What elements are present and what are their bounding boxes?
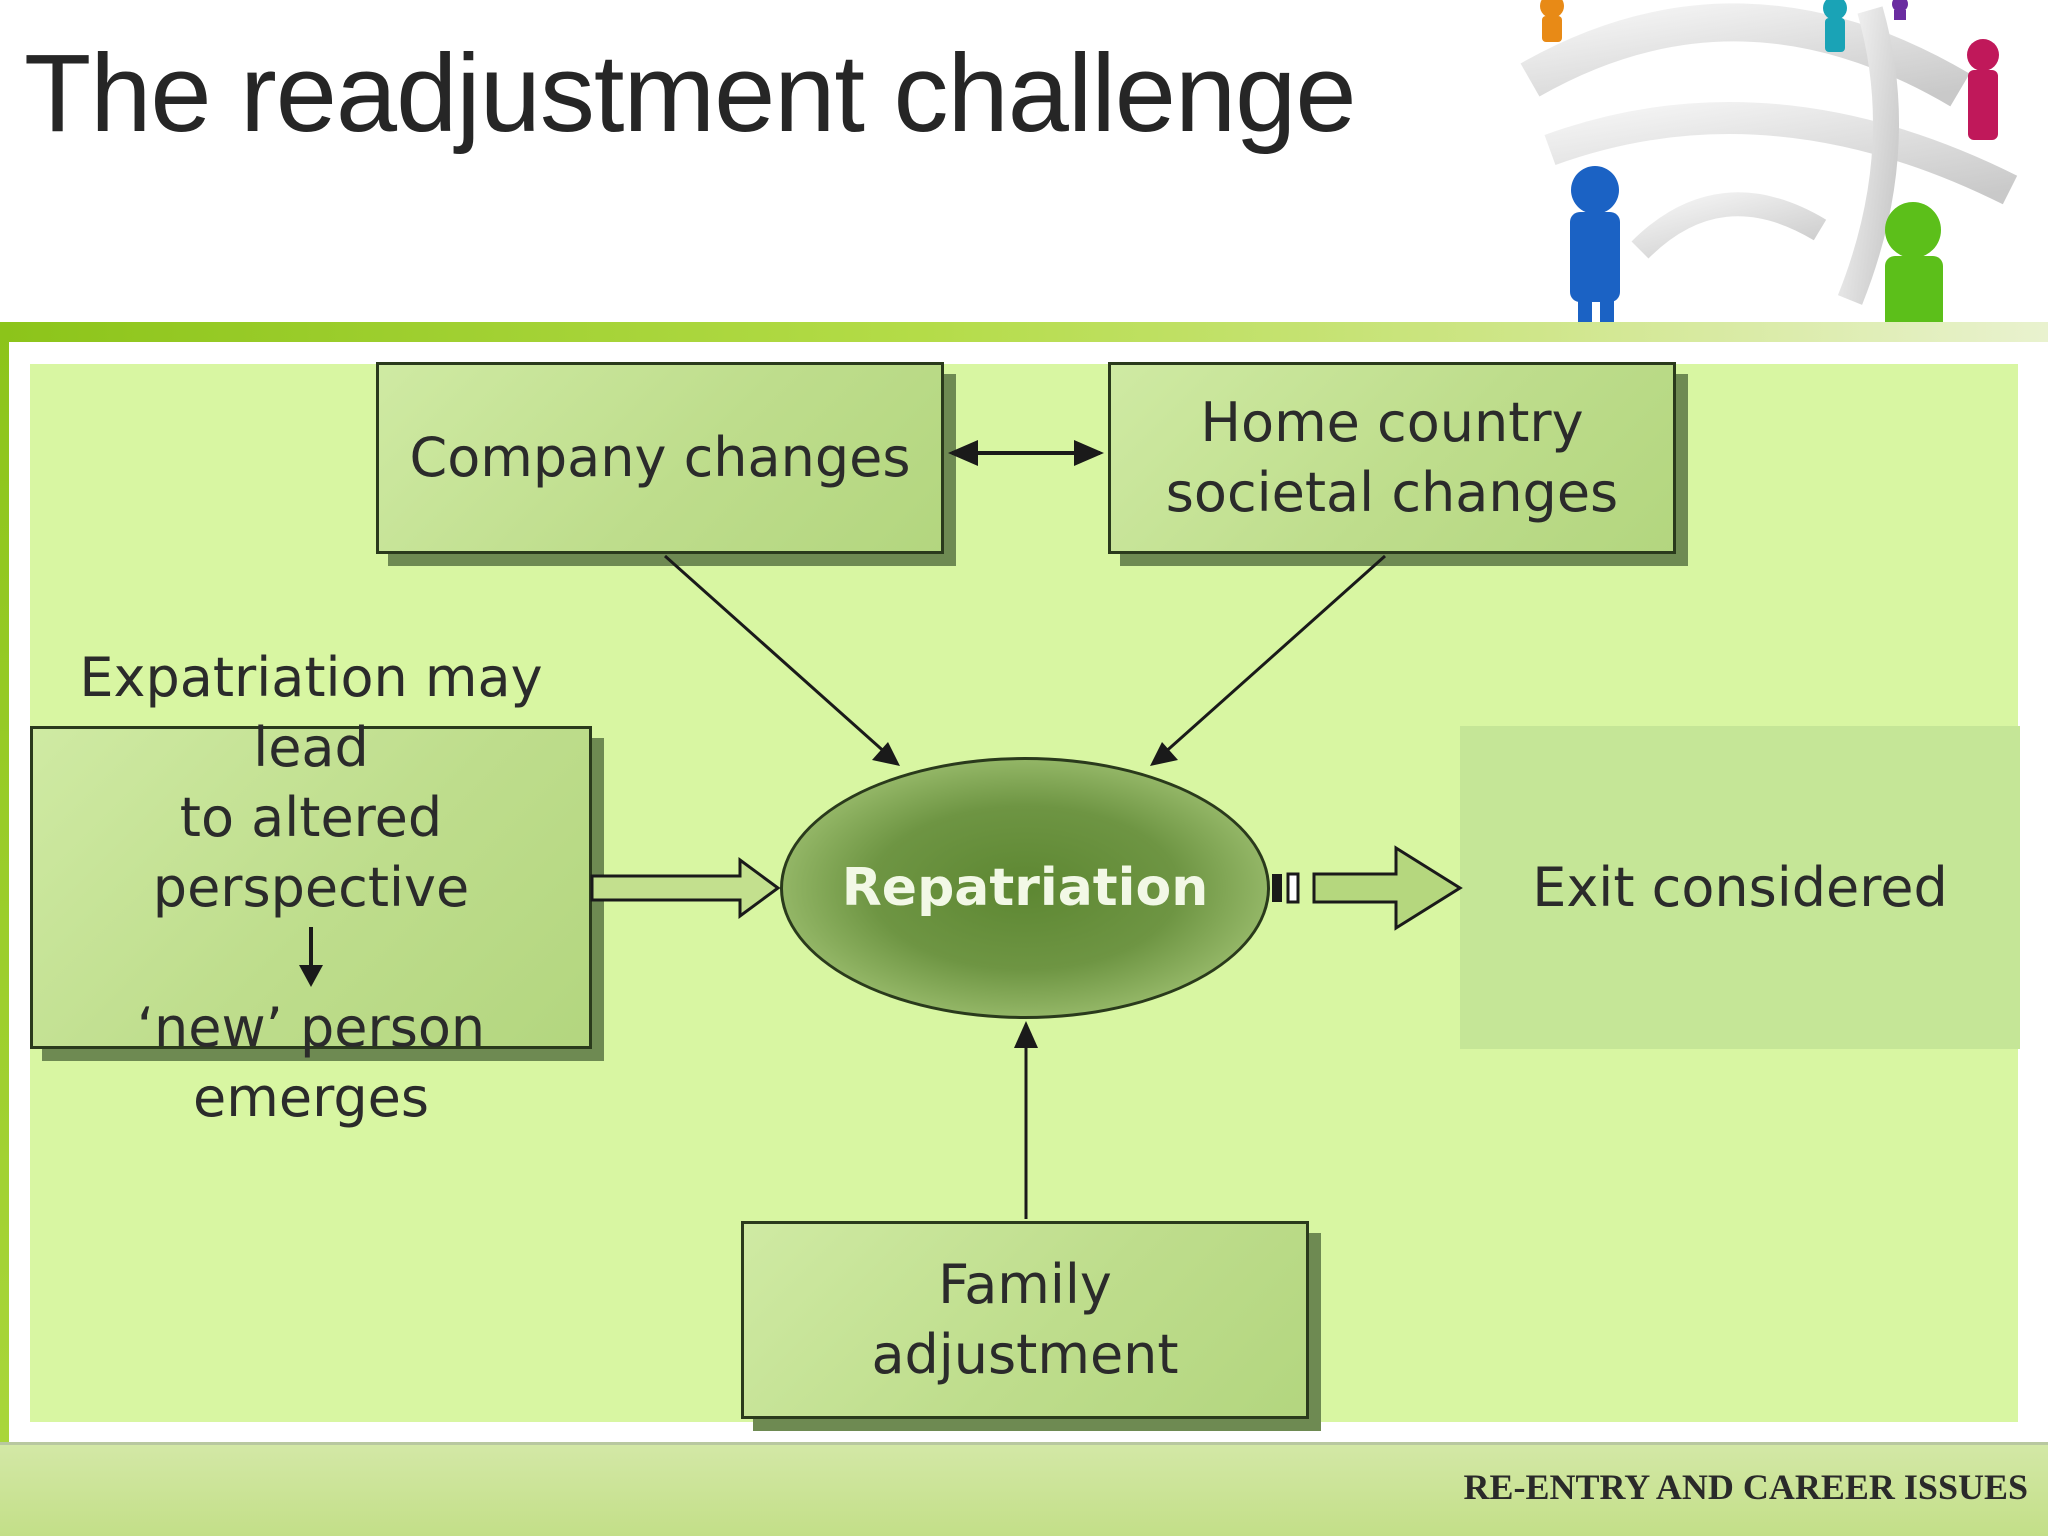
family-adjustment-box: Family adjustment bbox=[741, 1221, 1309, 1419]
family-label-line2: adjustment bbox=[871, 1323, 1179, 1386]
company-changes-box: Company changes bbox=[376, 362, 944, 554]
people-network-graphic bbox=[1490, 0, 2048, 340]
expatriation-label-line2: to altered perspective bbox=[152, 785, 470, 919]
magenta-person-icon bbox=[1967, 39, 1999, 140]
exit-considered-box: Exit considered bbox=[1460, 726, 2020, 1049]
expatriation-to-repatriation-arrow bbox=[590, 857, 781, 919]
teal-person-icon bbox=[1823, 0, 1847, 52]
expatriation-box: Expatriation may lead to altered perspec… bbox=[30, 646, 592, 1129]
green-person-icon bbox=[1885, 202, 1943, 340]
left-accent-edge bbox=[0, 322, 9, 1442]
purple-person-icon bbox=[1892, 0, 1908, 20]
bidirectional-arrow-icon bbox=[948, 440, 1104, 466]
family-to-repatriation-arrow bbox=[1014, 1021, 1038, 1219]
expatriation-label-line1: Expatriation may lead bbox=[79, 645, 543, 779]
repatriation-to-exit-arrow bbox=[1272, 845, 1463, 931]
slide-title: The readjustment challenge bbox=[24, 32, 1356, 155]
company-changes-label: Company changes bbox=[409, 426, 911, 489]
repatriation-label: Repatriation bbox=[841, 858, 1209, 918]
footer-caption: RE-ENTRY AND CAREER ISSUES bbox=[1463, 1467, 2028, 1507]
orange-person-icon bbox=[1540, 0, 1564, 42]
repatriation-node: Repatriation bbox=[780, 757, 1270, 1019]
home-country-label-line2: societal changes bbox=[1165, 461, 1619, 524]
footer-bar bbox=[0, 1442, 2048, 1536]
home-country-box: Home country societal changes bbox=[1108, 362, 1676, 554]
down-arrow-icon bbox=[296, 923, 326, 993]
home-country-label-line1: Home country bbox=[1200, 391, 1584, 454]
new-person-label: ‘new’ person emerges bbox=[136, 995, 486, 1129]
blue-person-icon bbox=[1570, 166, 1620, 330]
family-label-line1: Family bbox=[938, 1253, 1112, 1316]
home-to-repatriation-arrow bbox=[1150, 554, 1386, 766]
exit-considered-label: Exit considered bbox=[1532, 856, 1948, 919]
header-accent-band bbox=[0, 322, 2048, 342]
company-to-repatriation-arrow bbox=[664, 554, 900, 766]
